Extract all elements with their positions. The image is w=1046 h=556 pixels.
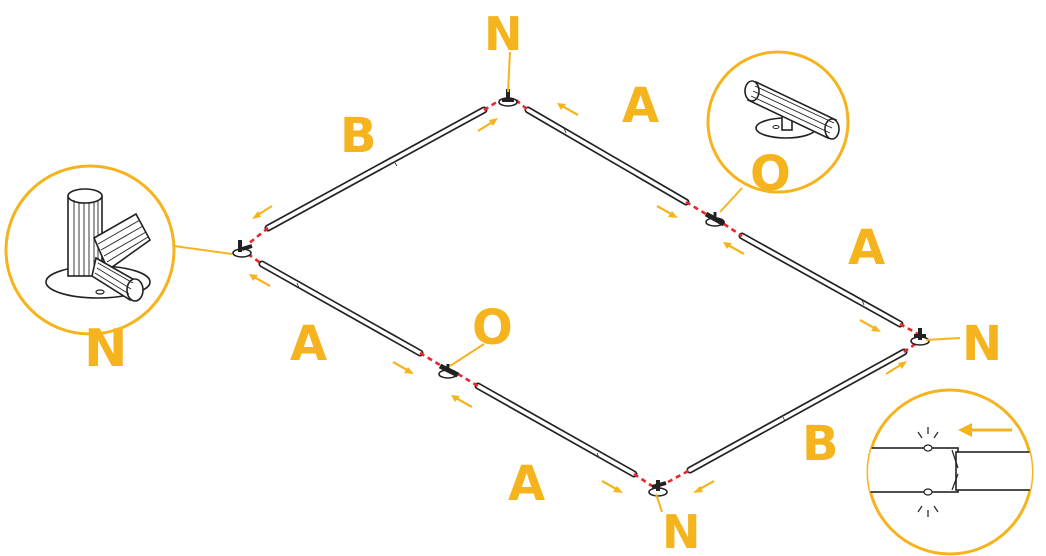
callout-straight-connector bbox=[706, 50, 850, 194]
label-a-top-right: A bbox=[622, 78, 659, 134]
straight-connector-bottom-left bbox=[438, 363, 460, 379]
pole-a-top-right bbox=[524, 106, 690, 206]
t-corner-connector-icon bbox=[45, 188, 152, 302]
label-b-bottom-right: B bbox=[802, 416, 839, 472]
pole-a-bottom bbox=[474, 382, 638, 478]
label-b-top-left: B bbox=[340, 108, 377, 164]
corner-connector-right bbox=[910, 328, 930, 346]
arrow-1 bbox=[252, 205, 273, 219]
connection-dashes bbox=[247, 98, 919, 488]
corner-connector-left bbox=[232, 240, 253, 258]
pole-a-right bbox=[738, 232, 904, 328]
pole-a-left bbox=[258, 260, 424, 357]
label-n-right: N bbox=[962, 316, 1002, 372]
label-n-bottom: N bbox=[662, 505, 701, 556]
label-n-top: N bbox=[484, 7, 523, 61]
label-a-bottom: A bbox=[508, 456, 545, 512]
direction-arrows bbox=[249, 103, 907, 493]
pole-click-lock-icon bbox=[868, 423, 1032, 517]
arrow-11 bbox=[693, 480, 715, 493]
arrow-12 bbox=[885, 361, 907, 375]
label-n-left-callout: N bbox=[84, 319, 128, 379]
pole-b-top-left bbox=[264, 106, 488, 232]
arrow-10 bbox=[601, 480, 623, 493]
label-o-bottom: O bbox=[472, 300, 513, 356]
part-labels: N B A O A N N A O B A N bbox=[84, 7, 1002, 556]
label-a-right: A bbox=[848, 220, 885, 276]
straight-connector-top-right bbox=[704, 211, 726, 227]
callout-click-lock bbox=[866, 388, 1034, 556]
arrow-5 bbox=[723, 242, 745, 255]
arrow-4 bbox=[656, 205, 678, 218]
t-straight-connector-icon bbox=[744, 80, 840, 140]
callout-three-way-connector bbox=[4, 164, 176, 336]
label-o-callout-top: O bbox=[750, 146, 791, 202]
corner-connector-bottom bbox=[648, 480, 668, 497]
arrow-3 bbox=[557, 103, 579, 116]
arrow-2 bbox=[477, 118, 498, 132]
arrow-9 bbox=[451, 395, 473, 408]
leader-lines bbox=[173, 51, 961, 513]
frame-poles bbox=[258, 106, 908, 478]
label-a-left: A bbox=[290, 316, 327, 372]
arrow-8 bbox=[392, 361, 414, 374]
arrow-6 bbox=[859, 319, 881, 332]
pole-b-bottom-right bbox=[686, 348, 908, 474]
arrow-7 bbox=[249, 274, 271, 287]
